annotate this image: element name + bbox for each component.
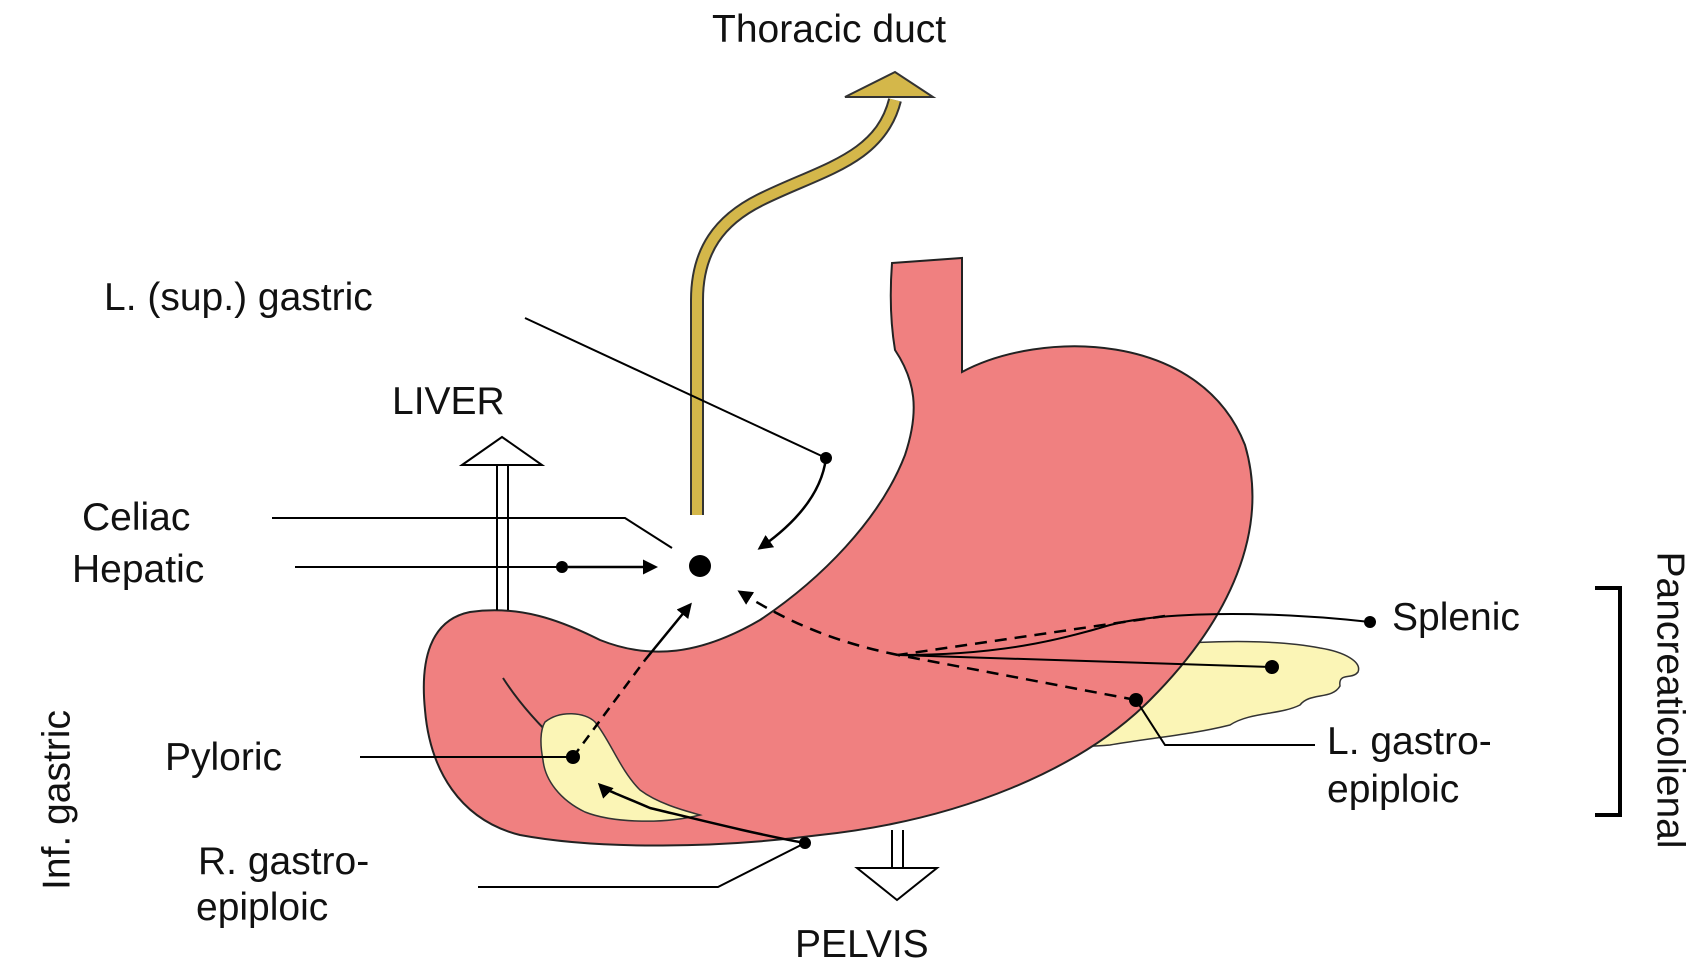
label-pancreaticolienal: Pancreaticolienal <box>1651 551 1690 848</box>
label-thoracic-duct: Thoracic duct <box>712 10 946 49</box>
celiac-node <box>689 555 711 577</box>
label-l-gastro-line2: epiploic <box>1327 770 1459 809</box>
liver-arrowhead <box>462 437 542 465</box>
label-pyloric: Pyloric <box>165 738 282 777</box>
label-celiac: Celiac <box>82 498 190 537</box>
thoracic-duct-arrowhead <box>845 72 933 97</box>
label-splenic: Splenic <box>1392 598 1520 637</box>
label-pelvis: PELVIS <box>795 925 929 964</box>
label-l-gastro-line1: L. gastro- <box>1327 722 1492 761</box>
thoracic-duct-tube <box>697 100 895 515</box>
pelvis-arrowhead <box>857 868 937 900</box>
label-r-gastro-line2: epiploic <box>196 888 328 927</box>
label-liver: LIVER <box>392 382 505 421</box>
label-r-gastro-line1: R. gastro- <box>198 842 369 881</box>
label-inf-gastric: Inf. gastric <box>38 710 77 890</box>
label-l-sup-gastric: L. (sup.) gastric <box>104 278 373 317</box>
label-hepatic: Hepatic <box>72 550 204 589</box>
